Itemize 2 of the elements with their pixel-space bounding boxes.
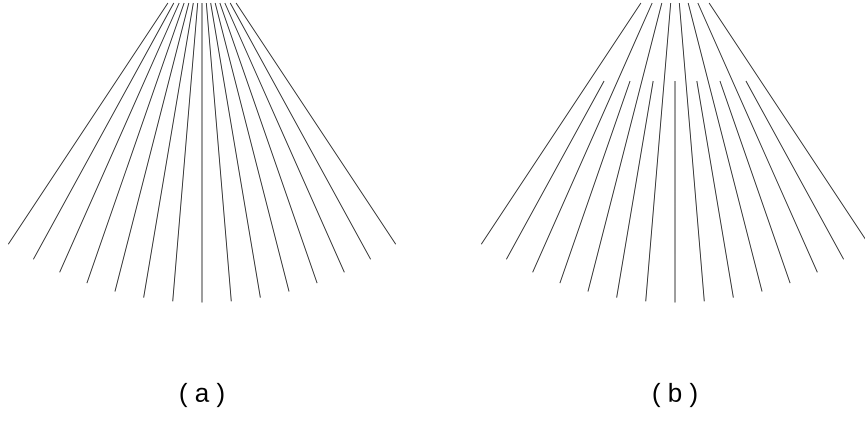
panel-label: ( b ) bbox=[654, 382, 696, 408]
panel-label: ( a ) bbox=[180, 382, 224, 408]
